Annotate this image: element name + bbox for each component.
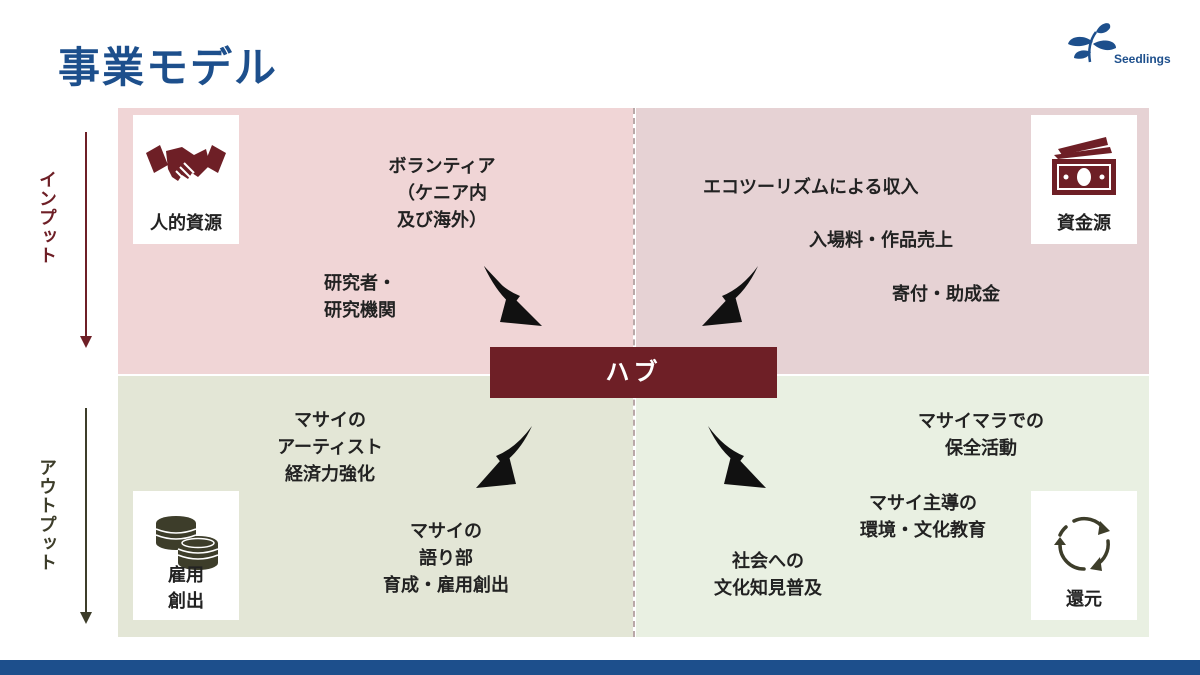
handshake-icon [146, 145, 226, 181]
researchers-line-2: 研究機関 [324, 300, 396, 321]
education-line-2: 環境・文化教育 [860, 520, 986, 541]
card-label-employment-2: 創出 [168, 591, 204, 612]
culture-line-1: 社会への [732, 551, 804, 572]
side-label-output: アウトプット [36, 458, 57, 572]
arrow-volunteers-to-hub [484, 266, 542, 326]
page-title: 事業モデル [58, 43, 279, 92]
conservation-line-2: 保全活動 [945, 438, 1017, 459]
storytellers-text: マサイの 語り部 育成・雇用創出 [365, 518, 527, 599]
card-funding: 資金源 [1031, 115, 1137, 244]
side-label-input: インプット [36, 170, 57, 265]
education-text: マサイ主導の 環境・文化教育 [838, 490, 1008, 544]
volunteers-text: ボランティア （ケニア内 及び海外） [380, 153, 504, 234]
researchers-line-1: 研究者・ [324, 273, 396, 294]
card-label-funding: 資金源 [1057, 213, 1111, 234]
storytellers-line-3: 育成・雇用創出 [383, 575, 509, 596]
culture-line-2: 文化知見普及 [714, 578, 822, 599]
card-label-return: 還元 [1066, 589, 1102, 610]
card-label-human-resources: 人的資源 [150, 213, 222, 234]
culture-text: 社会への 文化知見普及 [694, 548, 842, 602]
recycle-arrows-icon [1054, 516, 1110, 571]
fees-text: 入場料・作品売上 [809, 230, 953, 251]
card-label-employment-1: 雇用 [168, 565, 204, 586]
donations-text: 寄付・助成金 [892, 284, 1000, 305]
education-line-1: マサイ主導の [869, 493, 977, 514]
footer-bar [0, 660, 1200, 675]
hub-box: ハブ [490, 347, 777, 398]
card-employment: 雇用 創出 [133, 491, 239, 620]
conservation-line-1: マサイマラでの [918, 411, 1044, 432]
arrow-funding-to-hub [702, 266, 758, 326]
output-down-arrow [80, 408, 92, 624]
storytellers-line-2: 語り部 [419, 548, 473, 569]
conservation-text: マサイマラでの 保全活動 [898, 408, 1064, 462]
artists-line-3: 経済力強化 [285, 464, 375, 485]
coins-icon [155, 516, 219, 570]
storytellers-line-1: マサイの [410, 521, 482, 542]
volunteers-line-1: ボランティア [388, 156, 496, 177]
banknote-icon [1052, 137, 1116, 195]
logo-text: Seedlings [1114, 52, 1171, 66]
card-return: 還元 [1031, 491, 1137, 620]
card-human-resources: 人的資源 [133, 115, 239, 244]
arrow-hub-to-return [708, 426, 766, 488]
artists-line-1: マサイの [294, 410, 366, 431]
volunteers-line-3: 及び海外） [397, 210, 487, 231]
input-down-arrow [80, 132, 92, 348]
volunteers-line-2: （ケニア内 [397, 183, 487, 204]
seedling-leaves-icon [1068, 23, 1116, 63]
arrow-hub-to-artists [476, 426, 532, 488]
artists-text: マサイの アーティスト 経済力強化 [256, 407, 404, 488]
researchers-text: 研究者・ 研究機関 [324, 270, 396, 324]
ecotourism-text: エコツーリズムによる収入 [703, 177, 919, 198]
artists-line-2: アーティスト [277, 437, 383, 458]
